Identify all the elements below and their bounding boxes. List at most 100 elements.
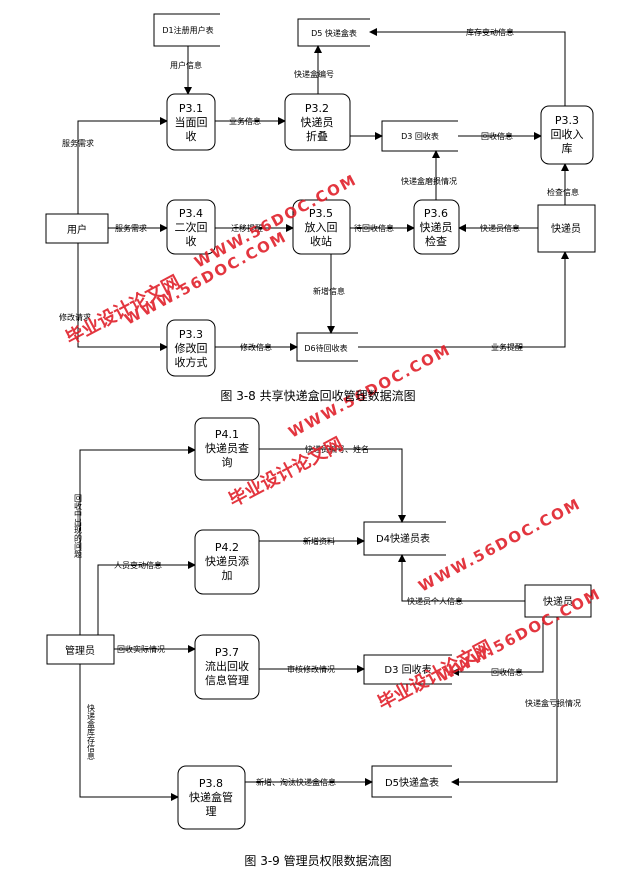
store-d1-label: D1注册用户表 (162, 25, 213, 35)
figure2-flows (79, 446, 558, 801)
store-d3-2: D3 回收表 (363, 654, 452, 685)
store-d5: D5 快递盒表 (297, 18, 370, 47)
svg-text:P3.5: P3.5 (309, 207, 333, 220)
flow-service-req-2: 服务需求 (115, 223, 147, 233)
figure2-caption: 图 3-9 管理员权限数据流图 (244, 854, 392, 868)
svg-text:快递员添: 快递员添 (205, 554, 249, 568)
flow-courier-info: 快递员信息 (480, 223, 520, 233)
flow-box-damage-2: 快递盒亏损情况 (525, 698, 581, 708)
flow-user-info: 用户信息 (170, 60, 202, 70)
store-d4-label: D4快递员表 (376, 532, 430, 545)
svg-text:P4.2: P4.2 (215, 541, 239, 554)
entity-courier-label: 快递员 (551, 222, 581, 235)
svg-text:P3.3: P3.3 (555, 114, 579, 127)
svg-text:询: 询 (222, 456, 233, 469)
figure1-flows (77, 28, 569, 351)
store-d5-label: D5 快递盒表 (311, 28, 357, 38)
process-p3-4: P3.4 二次回 收 (166, 199, 216, 255)
flow-pending-info: 待回收信息 (354, 223, 394, 233)
entity-courier-2-label: 快递员 (543, 595, 573, 608)
store-d3: D3 回收表 (381, 120, 458, 152)
flow-audit-modify: 审核修改情况 (287, 664, 335, 674)
flow-new-info: 新增信息 (313, 286, 345, 296)
flow-service-req-1: 服务需求 (62, 138, 94, 148)
svg-text:快递员: 快递员 (301, 115, 334, 129)
entity-courier-2: 快递员 (524, 584, 592, 618)
process-p3-1: P3.1 当面回 收 (166, 93, 216, 151)
svg-text:快递员查: 快递员查 (205, 441, 249, 455)
svg-text:折叠: 折叠 (306, 129, 328, 143)
figure1-caption: 图 3-8 共享快递盒回收管理数据流图 (220, 389, 416, 403)
store-d3-label: D3 回收表 (401, 131, 439, 141)
process-p3-3b: P3.3 修改回 收方式 (166, 319, 216, 377)
flow-recycle-info: 回收信息 (481, 131, 513, 141)
flow-stock-change: 库存变动信息 (466, 27, 514, 37)
store-d4: D4快递员表 (363, 521, 446, 556)
flow-box-add-remove: 新增、淘汰快递盒信息 (256, 777, 336, 787)
svg-text:收站: 收站 (310, 234, 332, 248)
figure2-flow-labels: 快递员编号、姓名 新增资料 人员变动信息 快递员个人信息 回收实际情况 审核修改… (74, 444, 582, 787)
flow-id-name: 快递员编号、姓名 (305, 444, 369, 454)
svg-text:库: 库 (562, 142, 573, 155)
svg-text:P3.2: P3.2 (305, 102, 329, 115)
process-p3-7: P3.7 流出回收 信息管理 (194, 634, 260, 700)
store-d3-2-label: D3 回收表 (384, 663, 431, 676)
flow-migrate-remind: 迁移提醒 (231, 223, 263, 233)
process-p3-6: P3.6 快递员 检查 (413, 199, 460, 255)
entity-user: 用户 (45, 213, 109, 244)
entity-user-label: 用户 (67, 223, 87, 236)
svg-text:流出回收: 流出回收 (205, 659, 249, 673)
watermark-url-4: WWW.56DOC.COM (415, 494, 584, 595)
flow-modify-info: 修改信息 (240, 342, 272, 352)
svg-text:加: 加 (222, 569, 233, 582)
process-p3-2: P3.2 快递员 折叠 (284, 93, 351, 151)
watermark-cn-1: 毕业设计论文网 (62, 271, 184, 350)
flow-box-id: 快递盒编号 (294, 69, 334, 79)
svg-text:P3.7: P3.7 (215, 646, 239, 659)
flow-check-info: 检查信息 (547, 187, 579, 197)
svg-text:P3.6: P3.6 (424, 207, 448, 220)
flow-personal-info: 快递员个人信息 (407, 596, 463, 606)
svg-text:当面回: 当面回 (175, 115, 208, 129)
flow-staff-change: 人员变动信息 (114, 560, 162, 570)
entity-admin-label: 管理员 (65, 644, 95, 657)
flow-business-remind: 业务提醒 (491, 342, 523, 352)
svg-text:P3.4: P3.4 (179, 207, 203, 220)
process-p4-2: P4.2 快递员添 加 (194, 529, 260, 595)
svg-text:收: 收 (186, 234, 197, 248)
process-p3-5: P3.5 放入回 收站 (292, 199, 351, 255)
store-d5-2-label: D5快递盒表 (385, 776, 439, 789)
flow-box-stock: 快递盒库存信息 (87, 703, 96, 760)
svg-text:收方式: 收方式 (175, 355, 208, 369)
svg-text:理: 理 (206, 805, 217, 818)
svg-text:快递盒管: 快递盒管 (189, 790, 233, 804)
svg-text:修改回: 修改回 (175, 341, 208, 355)
svg-text:P3.3: P3.3 (179, 328, 203, 341)
svg-text:收: 收 (186, 129, 197, 143)
process-p3-8: P3.8 快递盒管 理 (177, 765, 246, 830)
figure-3-9: 管理员 快递员 D4快递员表 D3 回收表 D5快递盒表 P4.1 快递员查 询 (46, 417, 592, 830)
store-d6-label: D6待回收表 (304, 343, 347, 353)
process-p4-1: P4.1 快递员查 询 (194, 417, 260, 481)
flow-problems: 回收中出现的问题 (74, 494, 83, 559)
svg-text:P3.1: P3.1 (179, 102, 203, 115)
svg-text:回收入: 回收入 (551, 127, 584, 141)
store-d6: D6待回收表 (296, 332, 358, 362)
store-d1: D1注册用户表 (153, 13, 220, 47)
figure-3-8: 用户 快递员 D1注册用户表 D5 快递盒表 D3 回收表 D6待回收表 P3.… (45, 13, 596, 377)
svg-text:放入回: 放入回 (305, 220, 338, 234)
flow-actual-recycle: 回收实际情况 (117, 644, 165, 654)
svg-text:信息管理: 信息管理 (205, 673, 249, 687)
store-d5-2: D5快递盒表 (371, 765, 452, 798)
svg-text:二次回: 二次回 (175, 220, 208, 234)
process-p3-3: P3.3 回收入 库 (540, 105, 594, 165)
flow-modify-req: 修改请求 (59, 312, 91, 322)
svg-text:P3.8: P3.8 (199, 777, 223, 790)
entity-courier: 快递员 (537, 204, 596, 253)
svg-text:P4.1: P4.1 (215, 428, 239, 441)
flow-new-data: 新增资料 (303, 536, 335, 546)
svg-text:检查: 检查 (425, 234, 447, 248)
flow-business-info: 业务信息 (229, 116, 261, 126)
svg-text:快递员: 快递员 (420, 220, 453, 234)
